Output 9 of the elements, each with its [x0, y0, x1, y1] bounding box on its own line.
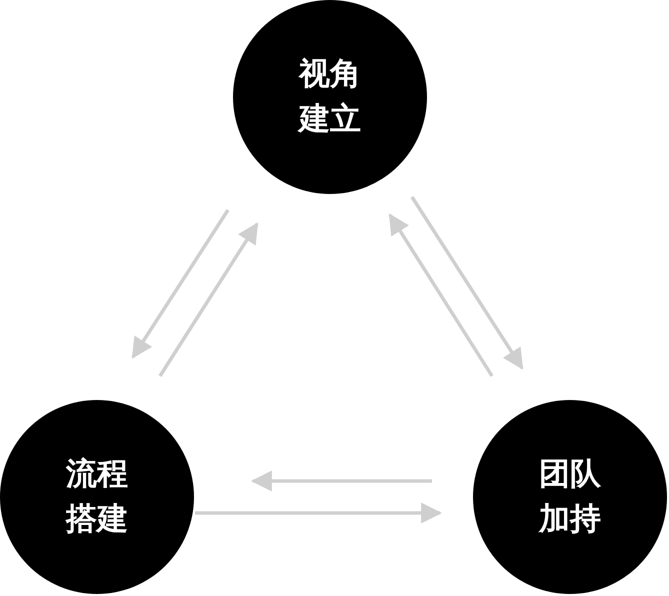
- arrow: [158, 222, 258, 377]
- arrow: [410, 196, 524, 370]
- node-label: 流程搭建: [64, 455, 129, 539]
- arrow: [250, 470, 432, 492]
- node-label: 视角建立: [297, 55, 362, 139]
- arrow: [388, 213, 494, 377]
- arrow: [195, 502, 442, 524]
- node-label: 团队加持: [538, 455, 602, 539]
- arrow: [132, 209, 230, 359]
